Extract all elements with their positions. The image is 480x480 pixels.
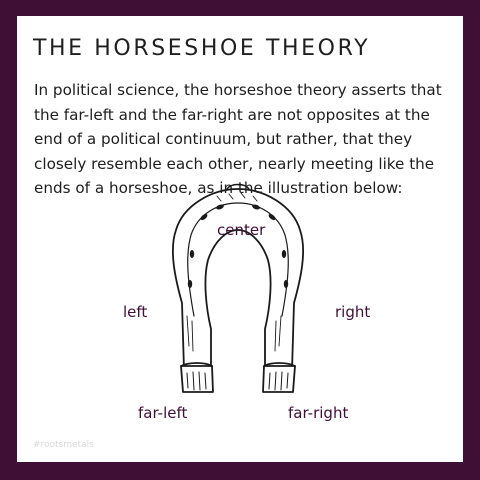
horseshoe-icon (171, 183, 305, 393)
content-card: THE HORSESHOE THEORY In political scienc… (17, 16, 463, 462)
label-center: center (217, 221, 266, 239)
description-paragraph: In political science, the horseshoe theo… (34, 81, 442, 197)
label-left: left (123, 303, 148, 321)
page-title: THE HORSESHOE THEORY (33, 36, 371, 61)
label-far-left: far-left (138, 404, 188, 422)
label-far-right: far-right (288, 404, 349, 422)
watermark: #rootsmetals (33, 440, 94, 450)
label-right: right (335, 303, 371, 321)
